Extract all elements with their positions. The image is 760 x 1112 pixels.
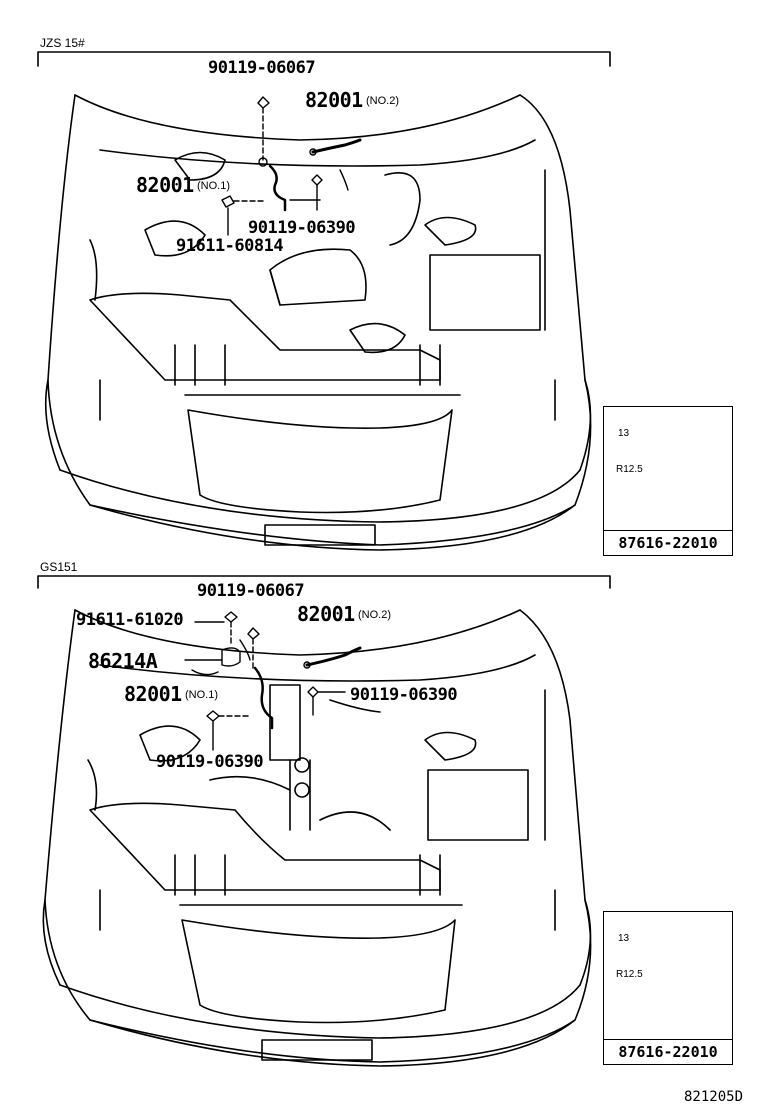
car-1-outline: [44, 94, 592, 551]
part-label-cable-no1-gs[interactable]: 82001: [124, 682, 182, 706]
section-1-bracket: [37, 51, 611, 67]
part-label-bolt-91611-61020[interactable]: 91611-61020: [76, 610, 184, 630]
section-2-bracket: [37, 575, 611, 589]
part-label-bracket-86214a[interactable]: 86214A: [88, 649, 158, 673]
section-2-label: GS151: [40, 560, 78, 574]
part-label-bolt-90119-06390[interactable]: 90119-06390: [248, 218, 356, 238]
part-label-bolt-90119-06067[interactable]: 90119-06067: [208, 58, 316, 78]
car-2-outline: [42, 609, 592, 1067]
catalog-number: 821205D: [684, 1089, 744, 1105]
inset-2-dim-height: 13: [618, 933, 630, 944]
inset-2-part-number[interactable]: 87616-22010: [604, 1039, 732, 1064]
part-label-bolt-90119-06067-gs[interactable]: 90119-06067: [197, 581, 305, 601]
part-label-cable-no1-sub-gs: (NO.1): [185, 689, 218, 701]
part-label-bolt-90119-06390-right[interactable]: 90119-06390: [350, 685, 458, 705]
part-label-cable-no2[interactable]: 82001: [305, 88, 363, 112]
part-label-bolt-90119-06390-left[interactable]: 90119-06390: [156, 752, 264, 772]
inset-1-dim-radius: R12.5: [616, 464, 643, 475]
clip-inset-2: 13 R12.5 87616-22010: [603, 911, 733, 1065]
part-label-cable-no1-sub: (NO.1): [197, 180, 230, 192]
section-1-components: [221, 96, 362, 236]
clip-inset-1: 13 R12.5 87616-22010: [603, 406, 733, 556]
part-label-bolt-91611-60814[interactable]: 91611-60814: [176, 236, 284, 256]
part-label-cable-no2-sub-gs: (NO.2): [358, 609, 391, 621]
part-label-cable-no2-sub: (NO.2): [366, 95, 399, 107]
part-label-cable-no1[interactable]: 82001: [136, 173, 194, 197]
inset-1-dim-height: 13: [618, 428, 630, 439]
part-label-cable-no2-gs[interactable]: 82001: [297, 602, 355, 626]
section-1-label: JZS 15#: [40, 36, 85, 50]
inset-2-dim-radius: R12.5: [616, 969, 643, 980]
inset-1-part-number[interactable]: 87616-22010: [604, 530, 732, 555]
section-2-components: [184, 611, 362, 751]
